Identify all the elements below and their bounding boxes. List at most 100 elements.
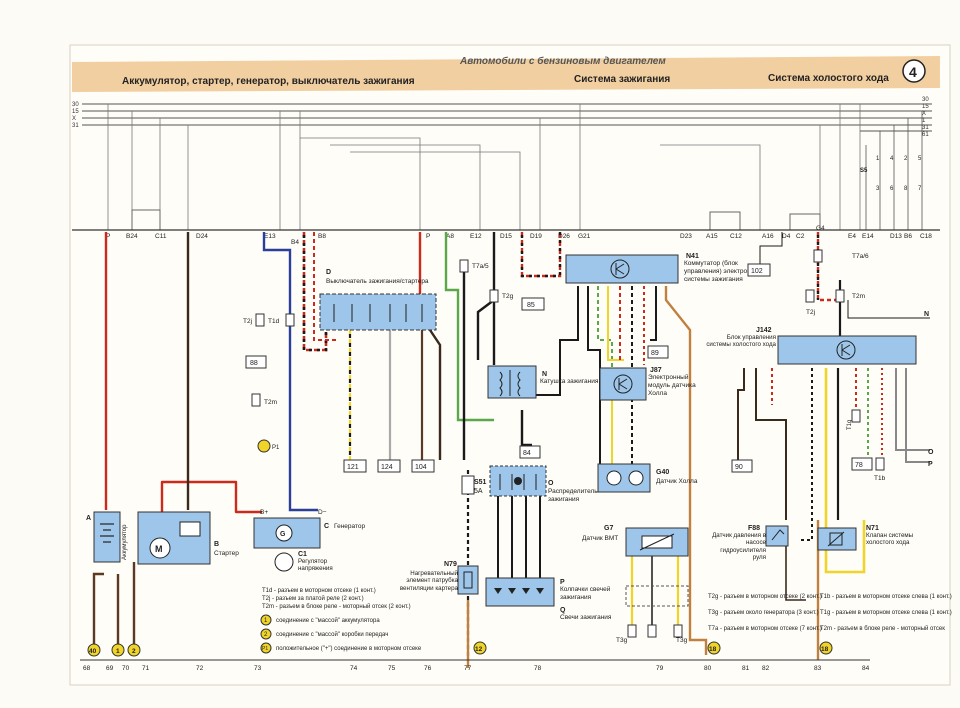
bus-label: 31 bbox=[922, 125, 929, 131]
legend-line: T2g - разъем в моторном отсеке (2 конт.) bbox=[708, 594, 822, 600]
grid-number: 82 bbox=[762, 665, 770, 672]
wire-j142-outputs bbox=[737, 368, 930, 574]
connector-label: D15 bbox=[500, 233, 512, 240]
grid-number: 69 bbox=[106, 665, 114, 672]
grid-number: 72 bbox=[196, 665, 204, 672]
connector-label: D26 bbox=[558, 233, 570, 240]
n41-name: Коммутатор (блок управления) электронной… bbox=[684, 260, 762, 283]
coil-code: N bbox=[542, 371, 547, 378]
ground-circles: 40 1 2 12 18 18 bbox=[87, 641, 833, 657]
coil-name: Катушка зажигания bbox=[540, 378, 599, 385]
fuse-block-s5: 1 4 2 5 3 6 8 7 S5 bbox=[860, 111, 923, 230]
fuse-number: 6 bbox=[890, 186, 894, 192]
bus-label: 15 bbox=[922, 104, 929, 110]
wire-red-battery bbox=[104, 232, 262, 514]
n41-name-wrap: Коммутатор (блок управления) электронной… bbox=[684, 260, 762, 283]
conn-t2m-right: T2m bbox=[852, 293, 865, 300]
g7-connector-box bbox=[625, 585, 689, 607]
wire-n-out bbox=[847, 300, 930, 319]
j142-name: Блок управления системы холостого хода bbox=[706, 334, 776, 349]
header-section-idle: Система холостого хода bbox=[768, 73, 889, 84]
generator-symbol: G bbox=[280, 531, 286, 538]
grid-number: 81 bbox=[742, 665, 750, 672]
power-bus bbox=[82, 103, 932, 132]
caps-code: P bbox=[560, 579, 565, 586]
j87-code: J87 bbox=[650, 367, 662, 374]
bus-label: 1 bbox=[922, 118, 926, 124]
connector-label: B8 bbox=[318, 233, 326, 240]
j87-name-wrap: Электронный модуль датчика Холла bbox=[648, 374, 696, 397]
ref-box: 84 bbox=[523, 450, 531, 457]
grid-number: 84 bbox=[862, 665, 870, 672]
legend-circle-symbol: P1 bbox=[262, 646, 268, 652]
connector-label: B24 bbox=[126, 233, 138, 240]
s51-rating: 5A bbox=[474, 488, 483, 495]
ref-box: 88 bbox=[250, 360, 258, 367]
plugs-name: Свечи зажигания bbox=[560, 614, 612, 621]
grid-number: 73 bbox=[254, 665, 262, 672]
conn-t7a6: T7a/6 bbox=[852, 253, 869, 260]
generator-dminus: D− bbox=[318, 509, 327, 516]
regulator-code: C1 bbox=[298, 551, 307, 558]
ground-circle: 40 bbox=[89, 648, 97, 655]
connector-label: A16 bbox=[762, 233, 774, 240]
wire-switch-black bbox=[302, 232, 328, 352]
fuse-number: 4 bbox=[890, 156, 894, 162]
connector-label: D4 bbox=[782, 233, 791, 240]
legend-left: T1d - разъем в моторном отсеке (1 конт.)… bbox=[260, 588, 422, 654]
fuse-number: 1 bbox=[876, 156, 880, 162]
bus-label: 31 bbox=[72, 123, 79, 129]
grid-number: 68 bbox=[83, 665, 91, 672]
f88-name-wrap: Датчик давления в насосе гидроусилителя … bbox=[712, 532, 766, 561]
wire-coil-branch bbox=[476, 299, 495, 360]
distributor-o: O Распределитель зажигания bbox=[489, 465, 598, 503]
ground-circle: 2 bbox=[132, 648, 136, 655]
fuse-number: 2 bbox=[904, 156, 908, 162]
legend-line: T1g - разъем в моторном отсеке слева (1 … bbox=[820, 610, 952, 616]
tdc-sensor-g7: G7 Датчик ВМТ bbox=[582, 525, 689, 607]
grid-number: 70 bbox=[122, 665, 130, 672]
connector-symbols: T2j T1d T2m T7a/5 T2g T7a/6 T2j T2m T1g … bbox=[243, 249, 934, 644]
bus-drop-wires bbox=[107, 104, 861, 230]
fuse-number: 8 bbox=[904, 186, 908, 192]
battery-name: Аккумулятор bbox=[122, 524, 128, 560]
header-section-battery: Аккумулятор, стартер, генератор, выключа… bbox=[122, 76, 415, 87]
generator-code: C bbox=[324, 523, 329, 530]
connector-label: D24 bbox=[196, 233, 208, 240]
coil-name-wrap: Катушка зажигания bbox=[540, 378, 599, 385]
connector-label: E4 bbox=[848, 233, 856, 240]
legend-mid: T2g - разъем в моторном отсеке (2 конт.)… bbox=[708, 594, 822, 632]
starter-code: B bbox=[214, 541, 219, 548]
page-number-badge bbox=[902, 59, 926, 83]
conn-t7a5: T7a/5 bbox=[472, 263, 489, 270]
wire-d19-n41 bbox=[520, 232, 562, 278]
ref-box: 104 bbox=[415, 464, 427, 471]
header-title: Автомобили с бензиновым двигателем bbox=[459, 55, 666, 67]
ground-circle: 12 bbox=[475, 646, 483, 653]
legend-circle-text: положительное ("+") соединение в моторно… bbox=[276, 646, 422, 652]
bus-label: 15 bbox=[72, 109, 79, 115]
g7-name: Датчик ВМТ bbox=[582, 535, 618, 542]
regulator-name-wrap: Регулятор напряжения bbox=[298, 558, 333, 572]
bus-label: X bbox=[72, 116, 76, 122]
conn-t2m-left: T2m bbox=[264, 399, 277, 406]
grid-number: 74 bbox=[350, 665, 358, 672]
generator-c: G B+ D− C Генератор C1 Регулятор напряже… bbox=[253, 509, 366, 572]
page-number: 4 bbox=[909, 64, 917, 80]
grid-number: 79 bbox=[656, 665, 664, 672]
legend-circle-text: соединение с "массой" аккумулятора bbox=[276, 617, 380, 624]
ground-circle: 1 bbox=[116, 648, 120, 655]
bus-labels-right: 30 15 X 1 31 61 bbox=[922, 97, 929, 138]
grid-number: 80 bbox=[704, 665, 712, 672]
ref-box: 78 bbox=[855, 462, 863, 469]
n79-name-wrap: Нагревательный элемент патрубка вентиляц… bbox=[399, 570, 458, 592]
switch-code: D bbox=[326, 269, 331, 276]
conn-p1: P1 bbox=[272, 445, 280, 451]
ref-box: 124 bbox=[381, 464, 393, 471]
ignition-coil-n: N Катушка зажигания bbox=[487, 365, 599, 399]
n79-name: Нагревательный элемент патрубка вентиляц… bbox=[399, 570, 458, 592]
ref-box: 85 bbox=[527, 302, 535, 309]
ground-circle: 18 bbox=[709, 646, 717, 653]
connector-label: P bbox=[426, 233, 430, 240]
plugs-name-wrap: Свечи зажигания bbox=[560, 614, 612, 621]
